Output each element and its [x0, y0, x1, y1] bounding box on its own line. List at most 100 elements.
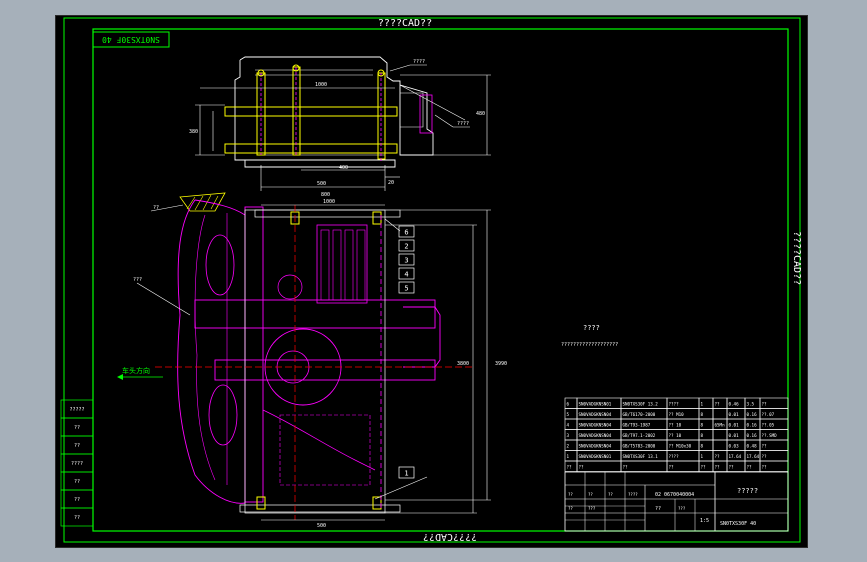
upper-side-view[interactable]: 1000 380 480 400 500 800 20 ???? ???? — [189, 56, 491, 198]
bom-cell-text: ??.SMD — [762, 433, 778, 438]
callout-upper-right-1: ???? — [413, 59, 425, 65]
bom-cell-text: 0.01 — [729, 433, 740, 438]
notes-heading: ???? — [583, 324, 600, 332]
bom-cell-text: ?? — [715, 402, 721, 407]
cad-viewport[interactable]: ????CAD?? ????CAD?? ????CAD?? SN0TXS30F … — [55, 15, 808, 548]
ground-hatch: ?? — [150, 192, 226, 212]
title-cell-1: ?? — [568, 492, 573, 497]
bom-cell-text: 0.03 — [729, 444, 740, 449]
right-frame-title: ????CAD?? — [791, 231, 802, 285]
callout-chassis: ??? — [133, 277, 142, 283]
bom-cell-text: ?? 10 — [669, 433, 682, 438]
bom-cell-text: ???? — [669, 402, 680, 407]
dim-lower-top: 1000 — [323, 199, 335, 205]
balloon-box — [398, 466, 415, 479]
bom-cell-text: 17.64 — [747, 454, 760, 459]
bom-cell-text: 8 — [701, 423, 704, 428]
balloon-number: 4 — [404, 271, 408, 279]
bom-cell-text: SN0VADGKNSN04 — [579, 412, 612, 417]
battery-cells — [320, 229, 366, 301]
bom-cell-text: 3.5 — [747, 402, 755, 407]
left-table-text: ?? — [74, 479, 80, 485]
upper-bolt-1 — [257, 69, 265, 77]
battery-pack — [316, 224, 368, 304]
cad-drawing-canvas[interactable]: ????CAD?? ????CAD?? ????CAD?? SN0TXS30F … — [55, 15, 808, 548]
left-table-cell — [60, 507, 94, 527]
bom-cell-text: 65Mn — [715, 423, 726, 428]
left-table-text: ?? — [74, 515, 80, 521]
bom-cell-text: 0.16 — [747, 412, 758, 417]
leader-upper-right-1 — [389, 64, 411, 72]
upper-dimensions — [195, 74, 491, 191]
title-scale: 1:5 — [700, 518, 709, 524]
bom-cell-text: GB/T97.1-2002 — [623, 433, 656, 438]
balloon-box — [398, 239, 415, 252]
component-bottom-plate — [239, 504, 401, 513]
bom-cell — [712, 408, 728, 420]
bom-cell-text: ??.07 — [762, 412, 775, 417]
bom-cell-text: ?? — [729, 465, 735, 470]
upper-post-right — [377, 72, 386, 160]
bom-cell-text: ?? — [762, 402, 768, 407]
bom-cell-text: 0.46 — [729, 402, 740, 407]
bom-cell-text: 8 — [701, 412, 704, 417]
bom-cell-text: 1 — [701, 402, 704, 407]
balloon-number: 2 — [404, 243, 408, 251]
left-table-text: ?? — [74, 425, 80, 431]
chassis-crossmember-mid — [214, 359, 436, 381]
balloon-number: 5 — [404, 285, 408, 293]
bom-cell-text: 8 — [701, 444, 704, 449]
left-table-text: ?? — [74, 497, 80, 503]
upper-rail-top — [224, 106, 398, 117]
balloon-number: 1 — [404, 470, 408, 478]
bom-cell-text: 5 — [567, 412, 570, 417]
dim-lower-right-1: 3800 — [457, 361, 469, 367]
chassis-crossmember-top — [194, 299, 436, 329]
wheel-left — [205, 234, 235, 296]
bom-cell-text: 1 — [567, 454, 570, 459]
dim-upper-mid: 20 — [388, 180, 394, 186]
title-cell-5: ?? — [568, 506, 573, 511]
bom-cell-text: 8 — [701, 433, 704, 438]
bom-cell-text: ?? — [747, 465, 753, 470]
bom-cell-text: ?? — [715, 465, 721, 470]
bom-cell-text: ?? M10 — [669, 412, 685, 417]
bom-cell-text: SN0TXS30F 13.2 — [623, 402, 659, 407]
bom-cell-text: 3 — [567, 433, 570, 438]
bom-cell-text: 0.01 — [729, 412, 740, 417]
component-outline — [244, 209, 386, 514]
direction-label: 车头方向 — [122, 366, 150, 375]
dim-lower-bottom: 500 — [317, 523, 326, 529]
chassis-right-block — [403, 306, 441, 368]
bom-cell-text: ?? — [762, 465, 768, 470]
callout-hatch: ?? — [153, 205, 159, 211]
bom-cell-text: ?? 10 — [669, 423, 682, 428]
chassis-outline — [177, 199, 246, 504]
leader-upper-right-2 — [434, 114, 454, 128]
bom-cell-text: ?? — [579, 465, 585, 470]
dim-upper-top: 1000 — [315, 82, 327, 88]
balloon-box — [398, 267, 415, 280]
balloon-box — [398, 225, 415, 238]
mount-bottom-left — [256, 496, 266, 510]
callout-upper-right-2: ???? — [457, 121, 469, 127]
balloon-box — [398, 281, 415, 294]
bom-cell-text: 0.16 — [747, 433, 758, 438]
mount-bottom-right — [372, 496, 382, 510]
leader-balloon-1 — [374, 476, 428, 500]
bom-cell — [759, 460, 789, 472]
dim-upper-bottom-2: 800 — [321, 192, 330, 198]
balloon-box — [398, 253, 415, 266]
upper-rail-bottom — [224, 143, 398, 154]
left-table-text: ???? — [71, 461, 83, 467]
upper-housing-outline — [234, 56, 434, 168]
bom-cell — [712, 429, 728, 441]
chassis-frame-left — [244, 206, 264, 503]
bom-cell-text: ?? — [567, 465, 573, 470]
upper-bolt-2 — [292, 64, 300, 72]
wheel-left-lower — [208, 384, 238, 446]
component-top-plate — [254, 209, 401, 218]
upper-post-mid — [292, 66, 301, 156]
bom-cell-text: SN0TXS30F 13.1 — [623, 454, 659, 459]
